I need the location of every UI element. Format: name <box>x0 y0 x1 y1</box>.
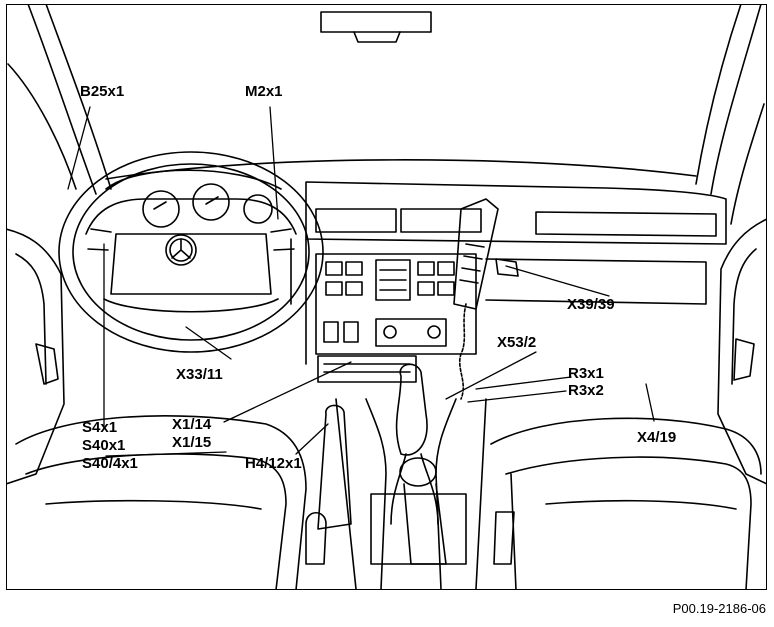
label-x33-11: X33/11 <box>176 366 223 383</box>
label-m2x1: M2x1 <box>245 83 283 100</box>
diagram-frame <box>6 4 767 590</box>
dashboard-center <box>290 181 727 383</box>
door-panels <box>6 218 767 485</box>
label-x53-2: X53/2 <box>497 334 537 351</box>
label-h4-12x1: H4/12x1 <box>245 455 302 472</box>
label-x1-14: X1/14 <box>172 416 212 433</box>
label-r3x1: R3x1 <box>568 365 604 382</box>
dashboard-line-drawing <box>6 4 767 590</box>
label-s40-4x1: S40/4x1 <box>82 455 138 472</box>
instrument-cluster <box>105 169 282 228</box>
car-phone-handset <box>453 198 519 400</box>
windshield-frame <box>7 4 765 225</box>
figure-reference: P00.19-2186-06 <box>672 601 766 616</box>
seats <box>15 415 762 590</box>
label-r3x2: R3x2 <box>568 382 604 399</box>
center-console <box>305 363 515 590</box>
leader-lines <box>67 106 655 457</box>
label-s4x1: S4x1 <box>82 419 118 436</box>
label-b25x1: B25x1 <box>80 83 125 100</box>
label-x1-15: X1/15 <box>172 434 212 451</box>
label-s40x1: S40x1 <box>82 437 126 454</box>
steering-wheel <box>58 151 324 353</box>
label-x4-19: X4/19 <box>637 429 677 446</box>
label-x39-39: X39/39 <box>567 296 615 313</box>
